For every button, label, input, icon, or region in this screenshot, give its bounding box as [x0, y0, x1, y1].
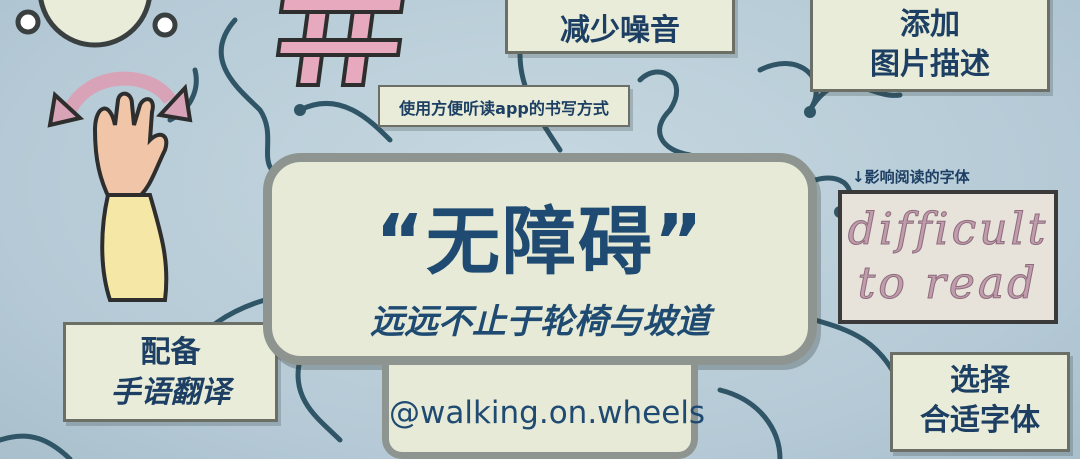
hashtag-icon: [275, 0, 405, 87]
listen-app-card: 使用方便听读app的书写方式: [378, 85, 630, 127]
font-example-label: ↓影响阅读的字体: [852, 168, 970, 186]
circle-decoration: [15, 0, 178, 48]
sign-language-hand-icon: [47, 71, 193, 302]
page-title: “无障碍”: [375, 199, 705, 285]
choose-font-line1: 选择: [950, 363, 1010, 398]
image-description-card: 添加 图片描述: [810, 0, 1050, 92]
difficult-line2: to read: [857, 258, 1039, 310]
author-handle: @walking.on.wheels: [382, 365, 705, 459]
central-topic-card: “无障碍” 远远不止于轮椅与坡道: [263, 153, 817, 365]
difficult-line1: difficult: [847, 204, 1049, 256]
choose-font-card: 选择 合适字体: [890, 352, 1070, 452]
image-description-line2: 图片描述: [870, 47, 990, 82]
page-subtitle: 远远不止于轮椅与坡道: [370, 302, 710, 342]
listen-app-label: 使用方便听读app的书写方式: [399, 99, 609, 118]
sign-language-line2: 手语翻译: [110, 375, 231, 410]
reduce-noise-label: 减少噪音: [560, 13, 680, 48]
image-description-line1: 添加: [900, 7, 960, 42]
choose-font-line2: 合适字体: [920, 403, 1040, 438]
reduce-noise-card: 减少噪音: [505, 0, 735, 54]
difficult-font-example: difficult to read: [838, 190, 1058, 324]
sign-language-line1: 配备: [140, 335, 201, 370]
sign-language-card: 配备 手语翻译: [63, 322, 278, 422]
